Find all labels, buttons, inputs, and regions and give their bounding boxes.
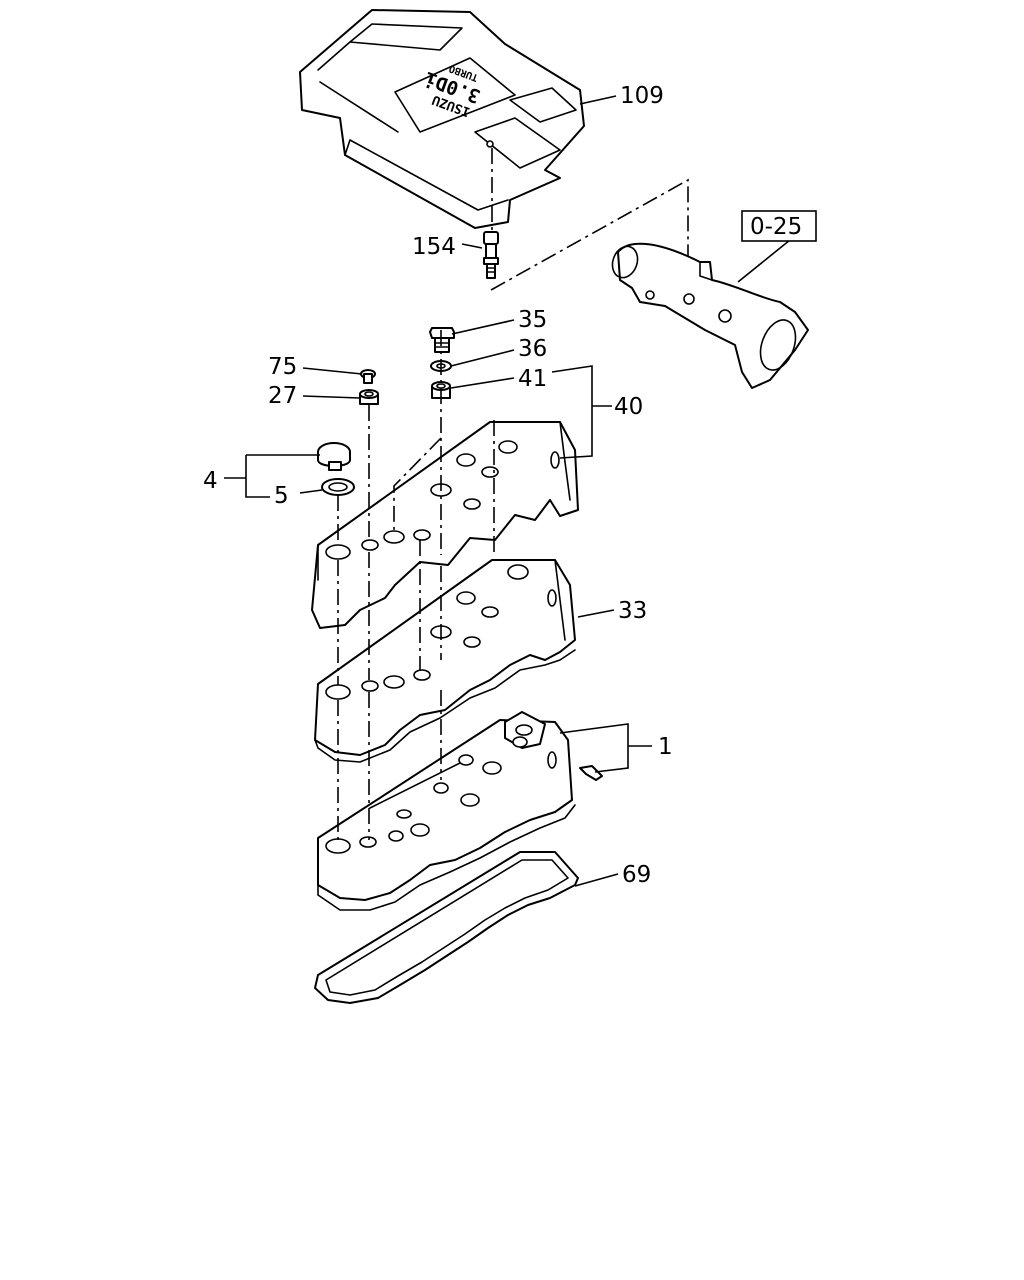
callout-40: 40: [614, 394, 643, 420]
grommet: [431, 381, 451, 399]
callout-1: 1: [658, 734, 673, 760]
rocker-cover: [314, 559, 576, 763]
reference-box: [741, 210, 817, 242]
upper-rocker-cover: [311, 421, 579, 629]
oil-filler-cap: [317, 442, 351, 471]
stud-bolt: [483, 231, 499, 279]
callout-69: 69: [622, 862, 651, 888]
cylinder-head-cover: [317, 711, 603, 911]
callout-33: 33: [618, 598, 647, 624]
callout-109: 109: [620, 83, 664, 109]
callout-35: 35: [518, 307, 547, 333]
screw: [360, 369, 376, 384]
o-ring: [321, 478, 355, 496]
engine-top-cover: ISUZU 3.0Di TURBO: [299, 9, 585, 229]
bolt: [429, 327, 455, 353]
callout-27: 27: [268, 383, 297, 409]
callout-5: 5: [274, 483, 289, 509]
callout-36: 36: [518, 336, 547, 362]
rubber-grommet: [359, 389, 379, 405]
callout-4: 4: [203, 468, 218, 494]
intake-pipe: [611, 242, 809, 389]
callout-41: 41: [518, 366, 547, 392]
callout-0-25: 0-25: [750, 214, 802, 240]
cover-gasket: [314, 851, 579, 1004]
callout-75: 75: [268, 354, 297, 380]
callout-154: 154: [412, 234, 456, 260]
